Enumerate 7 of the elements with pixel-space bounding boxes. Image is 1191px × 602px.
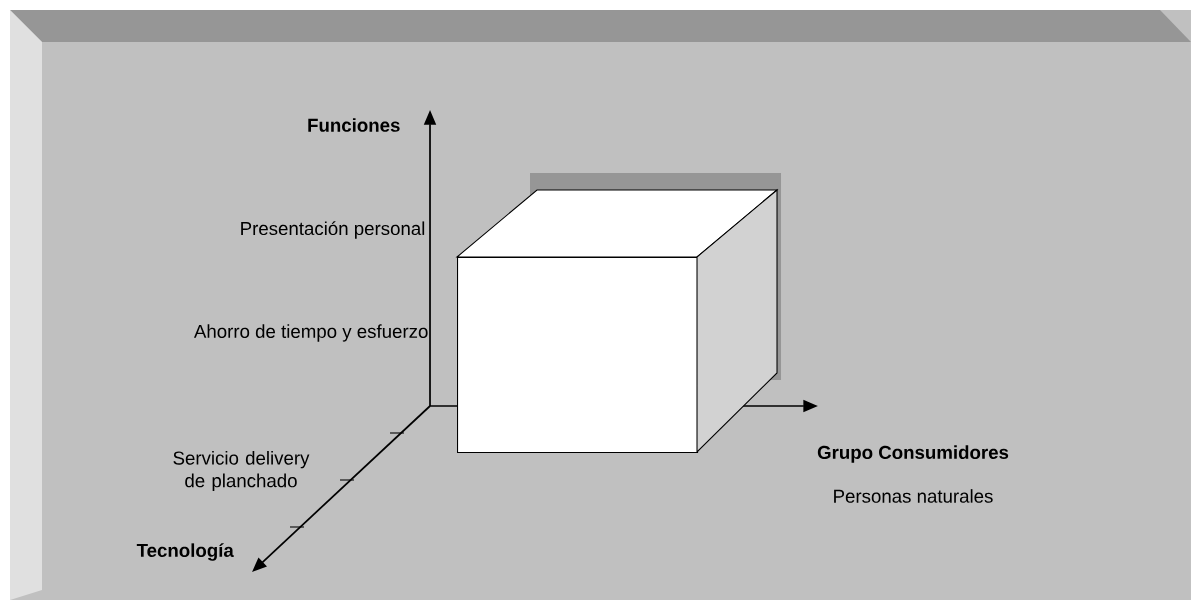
axis-label: Funciones (308, 118, 400, 132)
axis-label: Tecnología (136, 543, 234, 561)
axis-value-label: Presentación personal (241, 221, 425, 239)
axis-value-label: Personas naturales (834, 489, 993, 503)
axis-value-label: Ahorro de tiempo y esfuerzo (193, 324, 428, 342)
axis-label: Grupo Consumidores (817, 445, 1009, 463)
axis-value-label: Servicio delivery de planchado (173, 450, 310, 491)
